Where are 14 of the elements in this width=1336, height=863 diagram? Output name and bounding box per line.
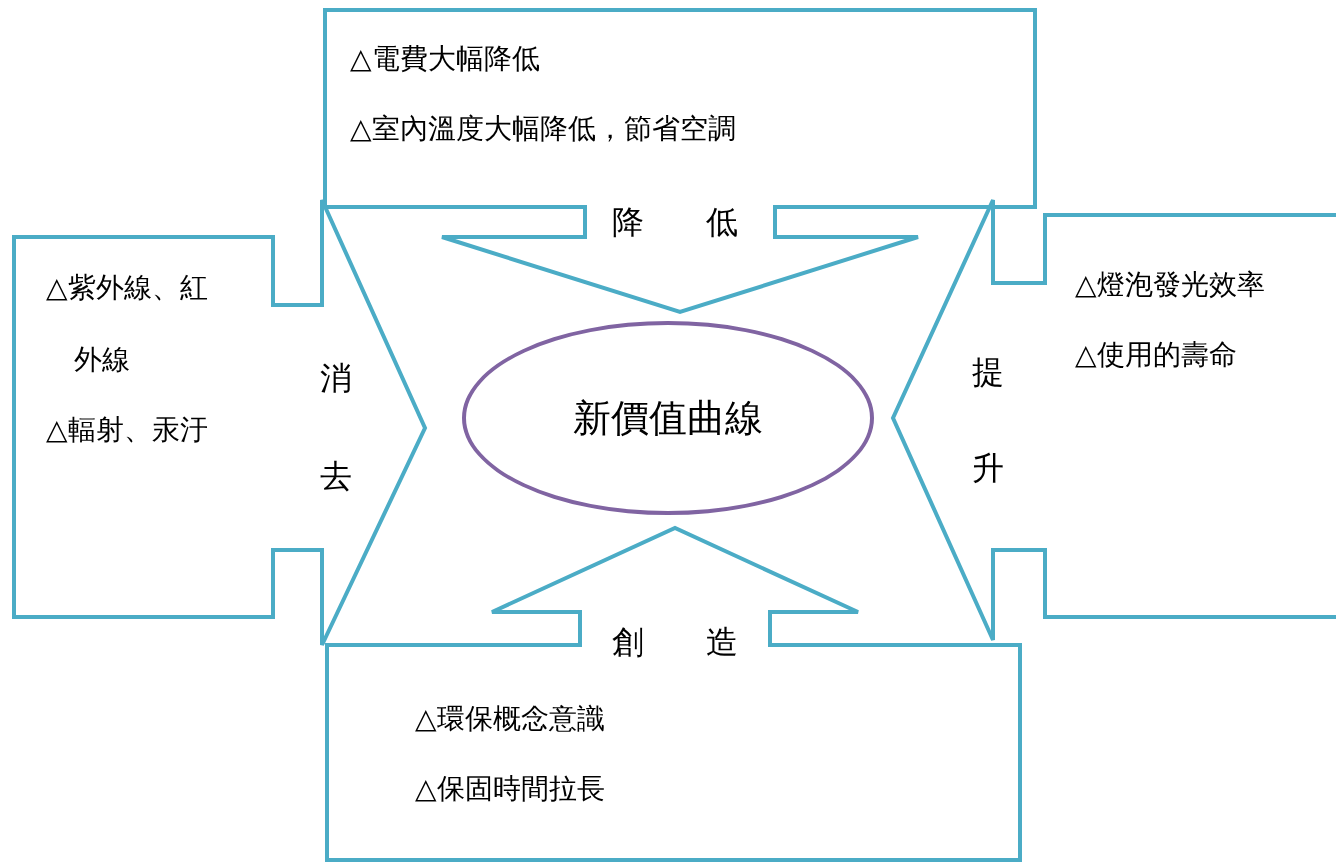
list-item: △燈泡發光效率 xyxy=(1075,268,1265,302)
list-item: △保固時間拉長 xyxy=(415,772,605,806)
arrow-heading: 提升 xyxy=(972,352,1004,489)
list-item: △環保概念意識 xyxy=(415,702,605,736)
center-ellipse xyxy=(462,321,874,515)
arrow-heading: 降低 xyxy=(612,202,800,242)
list-item: △電費大幅降低 xyxy=(350,42,540,76)
list-item: △室內溫度大幅降低，節省空調 xyxy=(350,112,736,146)
list-item: △輻射、汞汙 xyxy=(46,413,208,447)
arrow-heading: 創造 xyxy=(612,622,800,662)
ellipse-title: 新價值曲線 xyxy=(573,394,763,442)
list-item: △紫外線、紅外線 xyxy=(46,270,209,378)
arrow-heading: 消去 xyxy=(320,358,352,497)
list-item: △使用的壽命 xyxy=(1075,338,1237,372)
